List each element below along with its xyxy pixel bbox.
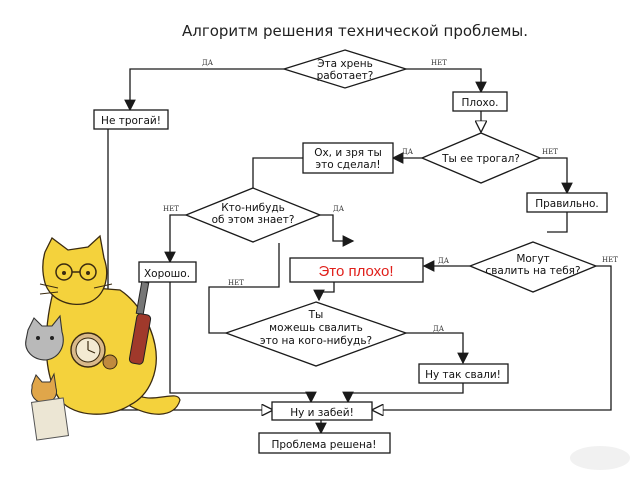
works-q-line1: Эта хрень	[317, 58, 373, 70]
gear-icon	[102, 354, 118, 370]
box-shouldnt	[302, 142, 394, 174]
grey-kitten	[25, 314, 64, 361]
blame-you-q-line2: свалить на тебя?	[485, 265, 580, 277]
diagram-title: Алгоритм решения технической проблемы.	[182, 22, 528, 40]
label-knows-yes: ДА	[333, 205, 345, 213]
edge-knows-no	[164, 214, 186, 264]
decision-texts: Эта хрень работает? Ты ее трогал? Кто-ни…	[212, 58, 581, 347]
label-blameyou-yes: ДА	[438, 257, 450, 265]
box-texts: Не трогай! Плохо. Ох, и зря ты это сдела…	[101, 97, 599, 451]
blame-other-q-line1: Ты	[308, 309, 324, 321]
solved-text: Проблема решена!	[271, 439, 376, 451]
touched-q: Ты ее трогал?	[441, 153, 520, 165]
decision-works	[281, 49, 409, 89]
edge-bad-blameother	[313, 280, 335, 302]
box-good	[138, 261, 197, 283]
edge-works-no	[406, 68, 487, 94]
decisions	[184, 49, 598, 367]
box-blame-it	[418, 363, 509, 384]
box-right	[526, 192, 608, 213]
shouldnt-line2: это сделал!	[315, 159, 380, 171]
knows-q-line1: Кто-нибудь	[221, 202, 285, 214]
edge-works-yes	[124, 68, 284, 112]
small-kitten	[31, 372, 57, 404]
box-this-is-bad	[289, 257, 424, 283]
edge-right-blame	[547, 212, 568, 233]
decision-knows	[184, 187, 322, 243]
boxes	[93, 91, 608, 454]
box-dont-touch	[93, 109, 169, 130]
edge-touched-no	[540, 157, 573, 195]
blame-it-text: Ну так свали!	[425, 369, 501, 381]
right-text: Правильно.	[535, 198, 599, 210]
label-blameother-yes: ДА	[433, 325, 445, 333]
bad-text: Плохо.	[461, 97, 498, 109]
screwdriver-icon	[135, 281, 150, 316]
decision-blame-other	[224, 301, 408, 367]
label-works-yes: ДА	[202, 59, 214, 67]
works-q-line2: работает?	[317, 70, 374, 82]
label-works-no: НЕТ	[431, 59, 447, 67]
decision-touched	[420, 132, 542, 184]
box-forget-it	[271, 401, 373, 421]
this-is-bad-text: Это плохо!	[318, 263, 393, 280]
shouldnt-line1: Ох, и зря ты	[314, 147, 382, 159]
label-touched-yes: ДА	[402, 148, 414, 156]
box-bad	[452, 91, 508, 112]
edge-blameit-forget	[342, 383, 464, 404]
box-solved	[258, 432, 391, 454]
edge-knows-yes	[320, 214, 355, 247]
label-blameyou-no: НЕТ	[602, 256, 618, 264]
edge-labels: ДА НЕТ ДА НЕТ НЕТ ДА ДА НЕТ НЕТ ДА	[163, 59, 618, 333]
knows-q-line2: об этом знает?	[212, 214, 295, 226]
blame-you-q-line1: Могут	[516, 253, 549, 265]
dont-touch-text: Не трогай!	[101, 115, 161, 127]
forget-it-text: Ну и забей!	[290, 407, 354, 419]
blame-other-q-line2: можешь свалить	[269, 322, 363, 334]
cat-illustration	[25, 234, 181, 441]
label-blameother-no: НЕТ	[228, 279, 244, 287]
cat-head	[42, 234, 108, 306]
book-icon	[30, 397, 70, 441]
edge-blameother-no	[208, 243, 280, 334]
label-touched-no: НЕТ	[542, 148, 558, 156]
corner-smudge	[570, 446, 630, 470]
label-knows-no: НЕТ	[163, 205, 179, 213]
edge-blameyou-no	[373, 265, 612, 410]
edge-shouldnt-knows	[252, 157, 303, 188]
decision-blame-you	[468, 241, 598, 293]
edge-good-forget	[169, 282, 317, 404]
blame-other-q-line3: это на кого-нибудь?	[260, 335, 372, 347]
edge-blameother-yes	[406, 332, 469, 365]
good-text: Хорошо.	[144, 268, 190, 280]
